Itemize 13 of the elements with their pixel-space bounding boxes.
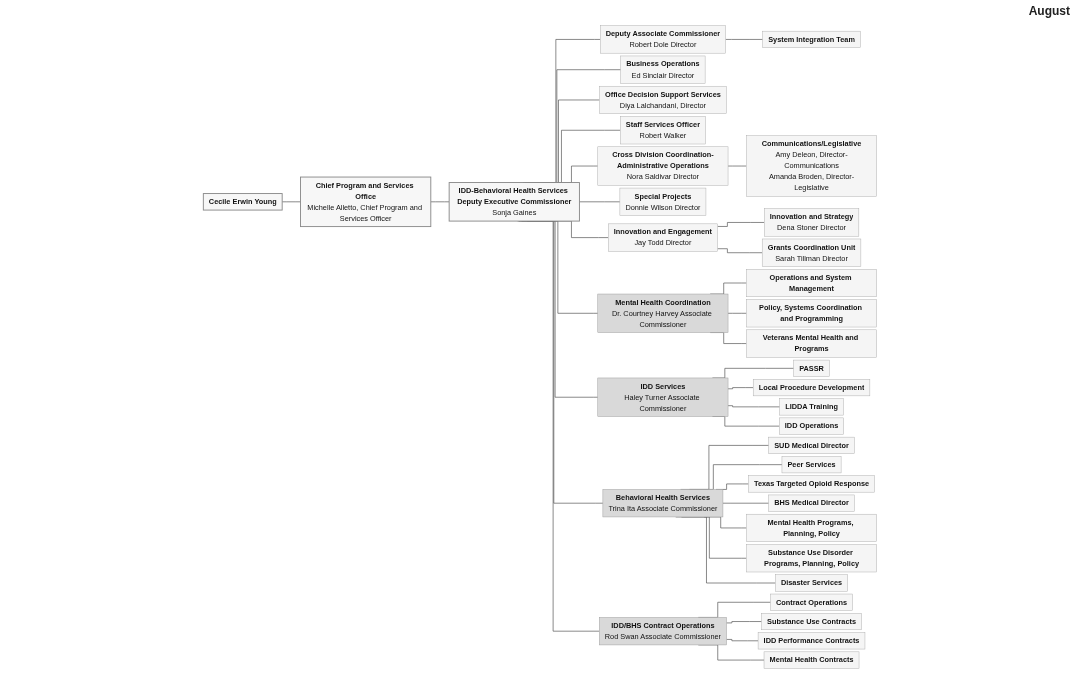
connector: [717, 248, 763, 254]
connector: [726, 639, 759, 642]
connector: [727, 312, 747, 314]
connector: [727, 387, 754, 390]
date-text: August: [1028, 4, 1070, 18]
connector: [726, 621, 762, 624]
connector: [722, 502, 770, 504]
connector: [725, 39, 763, 40]
connector: [430, 201, 450, 203]
connector: [727, 405, 780, 408]
connector: [579, 201, 621, 203]
connector: [281, 201, 301, 203]
connector: [717, 222, 765, 227]
